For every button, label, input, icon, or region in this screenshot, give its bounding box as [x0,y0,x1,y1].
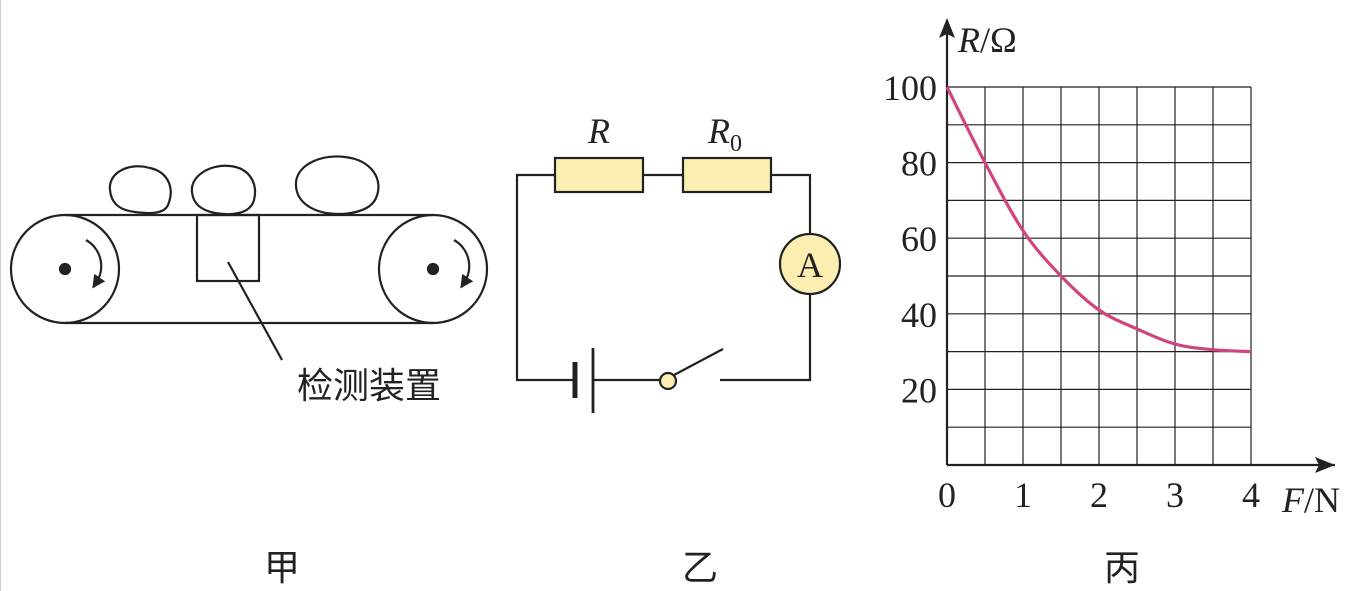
r-f-chart: 0 1 2 3 4 20 40 60 80 100 R/Ω F/N [883,18,1340,520]
chart-axes [939,18,1335,473]
caption-jia: 甲 [264,548,300,589]
left-roller [9,213,121,325]
x-axis-label-unit: /N [1304,480,1340,520]
detection-device-box [195,213,261,283]
x-tick-label: 2 [1090,475,1108,515]
caption-yi: 乙 [682,548,718,589]
right-roller [377,213,489,325]
ammeter [778,232,842,296]
x-axis-label-var: F [1281,480,1305,520]
resistor-r [553,156,645,194]
resistor-r0-label: R0 [707,111,742,157]
x-tick-label: 4 [1242,475,1260,515]
y-tick-label: 80 [901,144,937,184]
x-axis-arrowhead [1315,457,1335,473]
switch-pivot [658,371,678,391]
left-roller-axle [58,262,72,276]
switch-blade [673,348,724,376]
chart-grid [947,86,1252,465]
device-label: 检测装置 [297,366,441,407]
right-rotation-arrow [453,239,474,289]
x-axis-label: F/N [1281,480,1340,520]
left-rotation-arrow [85,239,106,289]
resistor-r0 [681,156,773,194]
x-tick-label: 0 [938,475,956,515]
x-tick-label: 1 [1014,475,1032,515]
y-tick-label: 20 [901,370,937,410]
y-axis-label-unit: /Ω [980,20,1017,60]
circuit-diagram [515,156,842,413]
y-axis-label: R/Ω [957,20,1017,60]
ammeter-label: A [797,245,823,285]
resistor-r-label: R [587,111,610,151]
wire-bottom-right [720,290,812,382]
resistor-r0-label-main: R [707,111,730,151]
wire-top-right [771,173,812,238]
caption-bing: 丙 [1104,548,1140,589]
device-leader-line [227,261,283,361]
wire-top-left [515,173,575,382]
resistor-r0-label-sub: 0 [730,131,742,157]
y-axis-arrowhead [939,18,955,38]
y-tick-label: 40 [901,295,937,335]
stone-3 [294,155,380,215]
left-border-line [0,0,1,591]
y-axis-label-var: R [957,20,980,60]
stone-2 [190,164,257,216]
stone-1 [108,165,172,215]
y-tick-label: 60 [901,219,937,259]
x-tick-label: 3 [1166,475,1184,515]
y-tick-label: 100 [883,68,937,108]
right-roller-axle [426,262,440,276]
conveyor-diagram [9,155,489,361]
series-line [945,86,1252,354]
chart-tick-labels: 0 1 2 3 4 20 40 60 80 100 [883,68,1260,515]
